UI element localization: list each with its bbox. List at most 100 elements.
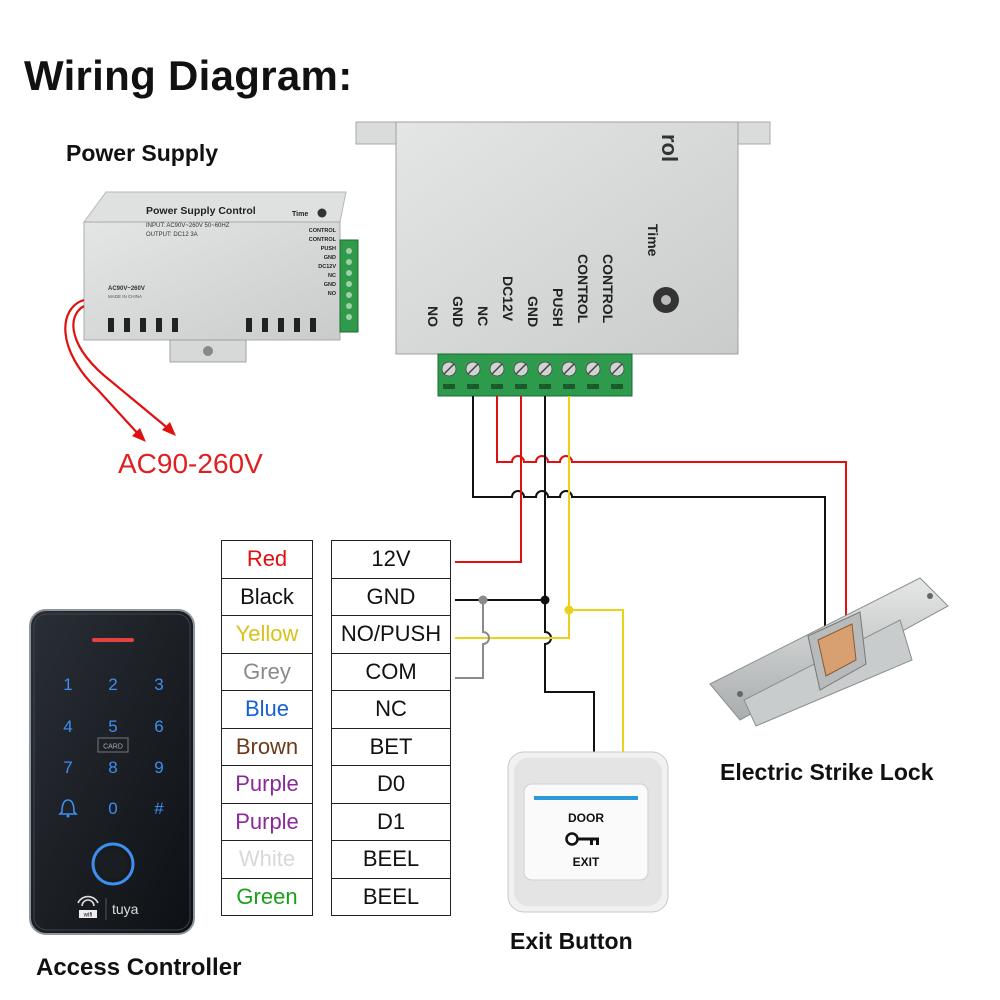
power-supply-label: Power Supply: [66, 140, 219, 166]
ac-arrow-2: [162, 422, 176, 436]
wire-color-cell: Green: [221, 877, 313, 916]
power-supply-made-in: MADE IN CHINA: [108, 294, 142, 299]
exit-button-indicator: [534, 796, 638, 800]
card-text: CARD: [103, 744, 123, 751]
wire-color-cell: Black: [221, 577, 313, 616]
controller-terminal-label: CONTROL: [575, 254, 591, 324]
power-supply-terminal-labels: CONTROL CONTROL PUSH GND DC12V NC GND NO: [309, 228, 337, 297]
controller-terminal-label: NO: [425, 306, 441, 327]
ac-input-label: AC90-260V: [118, 448, 263, 479]
wire-signal-cell: GND: [331, 577, 451, 616]
power-supply-time-text: Time: [292, 211, 308, 218]
wire-yellow-exit: [569, 609, 624, 756]
controller-terminal-label: GND: [450, 296, 466, 327]
controller-terminal-label: PUSH: [550, 288, 566, 327]
vent-slots-right: [246, 318, 316, 332]
wire-signal-cell: NO/PUSH: [331, 615, 451, 654]
controller-left-flange: [355, 121, 401, 145]
fingerprint-icon: [91, 842, 135, 886]
signal-row: D1: [331, 802, 451, 841]
power-supply-body: [83, 221, 341, 341]
color-row: Blue: [221, 690, 313, 729]
color-row: White: [221, 840, 313, 879]
keypad-keys: 1 2 3 4 5 6 7 8 9 0 #: [63, 675, 164, 818]
controller-terminal-block: [437, 353, 633, 397]
ps-terminal-label: CONTROL: [309, 228, 337, 234]
electric-strike-lock-label: Electric Strike Lock: [720, 759, 934, 785]
wires: [455, 396, 847, 756]
ac-wire-1: [64, 298, 141, 437]
keypad-key[interactable]: 0: [108, 799, 117, 818]
keypad-body: [29, 609, 195, 935]
signal-row: NC: [331, 690, 451, 729]
keypad-key[interactable]: 4: [63, 717, 72, 736]
wire-yellow-push: [455, 396, 570, 639]
power-supply-output-text: OUTPUT: DC12 3A: [146, 232, 198, 238]
electric-strike-lock: [709, 577, 949, 727]
wire-signal-cell: COM: [331, 652, 451, 691]
keypad-key[interactable]: 5: [108, 717, 117, 736]
ac-arrow-1: [132, 428, 146, 442]
color-row: Brown: [221, 727, 313, 766]
color-row: Green: [221, 877, 313, 916]
ac-wire-2: [72, 305, 171, 431]
wire-black-gnd: [544, 396, 595, 756]
keypad-key[interactable]: 6: [154, 717, 163, 736]
ps-terminal-label: GND: [324, 282, 336, 288]
signal-row: COM: [331, 652, 451, 691]
wire-color-cell: Purple: [221, 802, 313, 841]
power-supply-ac-range: AC90V~260V: [108, 286, 145, 292]
color-row: Yellow: [221, 615, 313, 654]
color-row: Grey: [221, 652, 313, 691]
time-knob-icon: [317, 208, 327, 218]
color-row: Red: [221, 540, 313, 579]
wire-signal-cell: D0: [331, 765, 451, 804]
wire-color-cell: White: [221, 840, 313, 879]
keypad-key[interactable]: #: [154, 799, 164, 818]
keypad-key[interactable]: 7: [63, 758, 72, 777]
wifi-text: wifi: [83, 913, 93, 919]
controller-terminal-label: DC12V: [500, 276, 516, 322]
signal-row: BET: [331, 727, 451, 766]
junction-yellow: [564, 605, 574, 615]
ps-terminal-label: PUSH: [321, 246, 336, 252]
wire-signal-cell: BET: [331, 727, 451, 766]
wire-color-cell: Blue: [221, 690, 313, 729]
keypad-key[interactable]: 2: [108, 675, 117, 694]
strike-latch: [817, 623, 857, 677]
wire-signal-cell: BEEL: [331, 840, 451, 879]
keypad-key[interactable]: 3: [154, 675, 163, 694]
controller-terminal-label: GND: [525, 296, 541, 327]
signal-row: 12V: [331, 540, 451, 579]
wire-color-cell: Brown: [221, 727, 313, 766]
keypad-key[interactable]: 9: [154, 758, 163, 777]
power-supply-unit: Power Supply Control INPUT: AC90V~260V 5…: [64, 191, 359, 442]
card-zone: [97, 737, 129, 753]
wire-red-strike: [496, 396, 847, 618]
access-controller-label: Access Controller: [36, 954, 242, 981]
exit-button-exit-text: EXIT: [573, 855, 600, 869]
controller-header-fragment: rol: [657, 134, 682, 162]
signal-row: BEEL: [331, 840, 451, 879]
large-controller-unit: rol Time NO GND NC DC12V GND PUSH CONTRO…: [355, 121, 771, 397]
ps-terminal-label: GND: [324, 255, 336, 261]
wire-signal-cell: D1: [331, 802, 451, 841]
ps-terminal-label: NO: [328, 291, 337, 297]
keypad-key[interactable]: 8: [108, 758, 117, 777]
signal-row: NO/PUSH: [331, 615, 451, 654]
controller-terminal-label: NC: [475, 306, 491, 326]
controller-terminal-label: CONTROL: [600, 254, 616, 324]
vent-slots-left: [108, 318, 178, 332]
exit-button-device: DOOR EXIT: [507, 751, 669, 913]
color-row: Purple: [221, 802, 313, 841]
bell-icon: [58, 799, 78, 818]
keypad-key[interactable]: 1: [63, 675, 72, 694]
key-icon: [565, 832, 599, 846]
junction-black: [540, 595, 550, 605]
wire-color-cell: Purple: [221, 765, 313, 804]
wire-color-cell: Red: [221, 540, 313, 579]
